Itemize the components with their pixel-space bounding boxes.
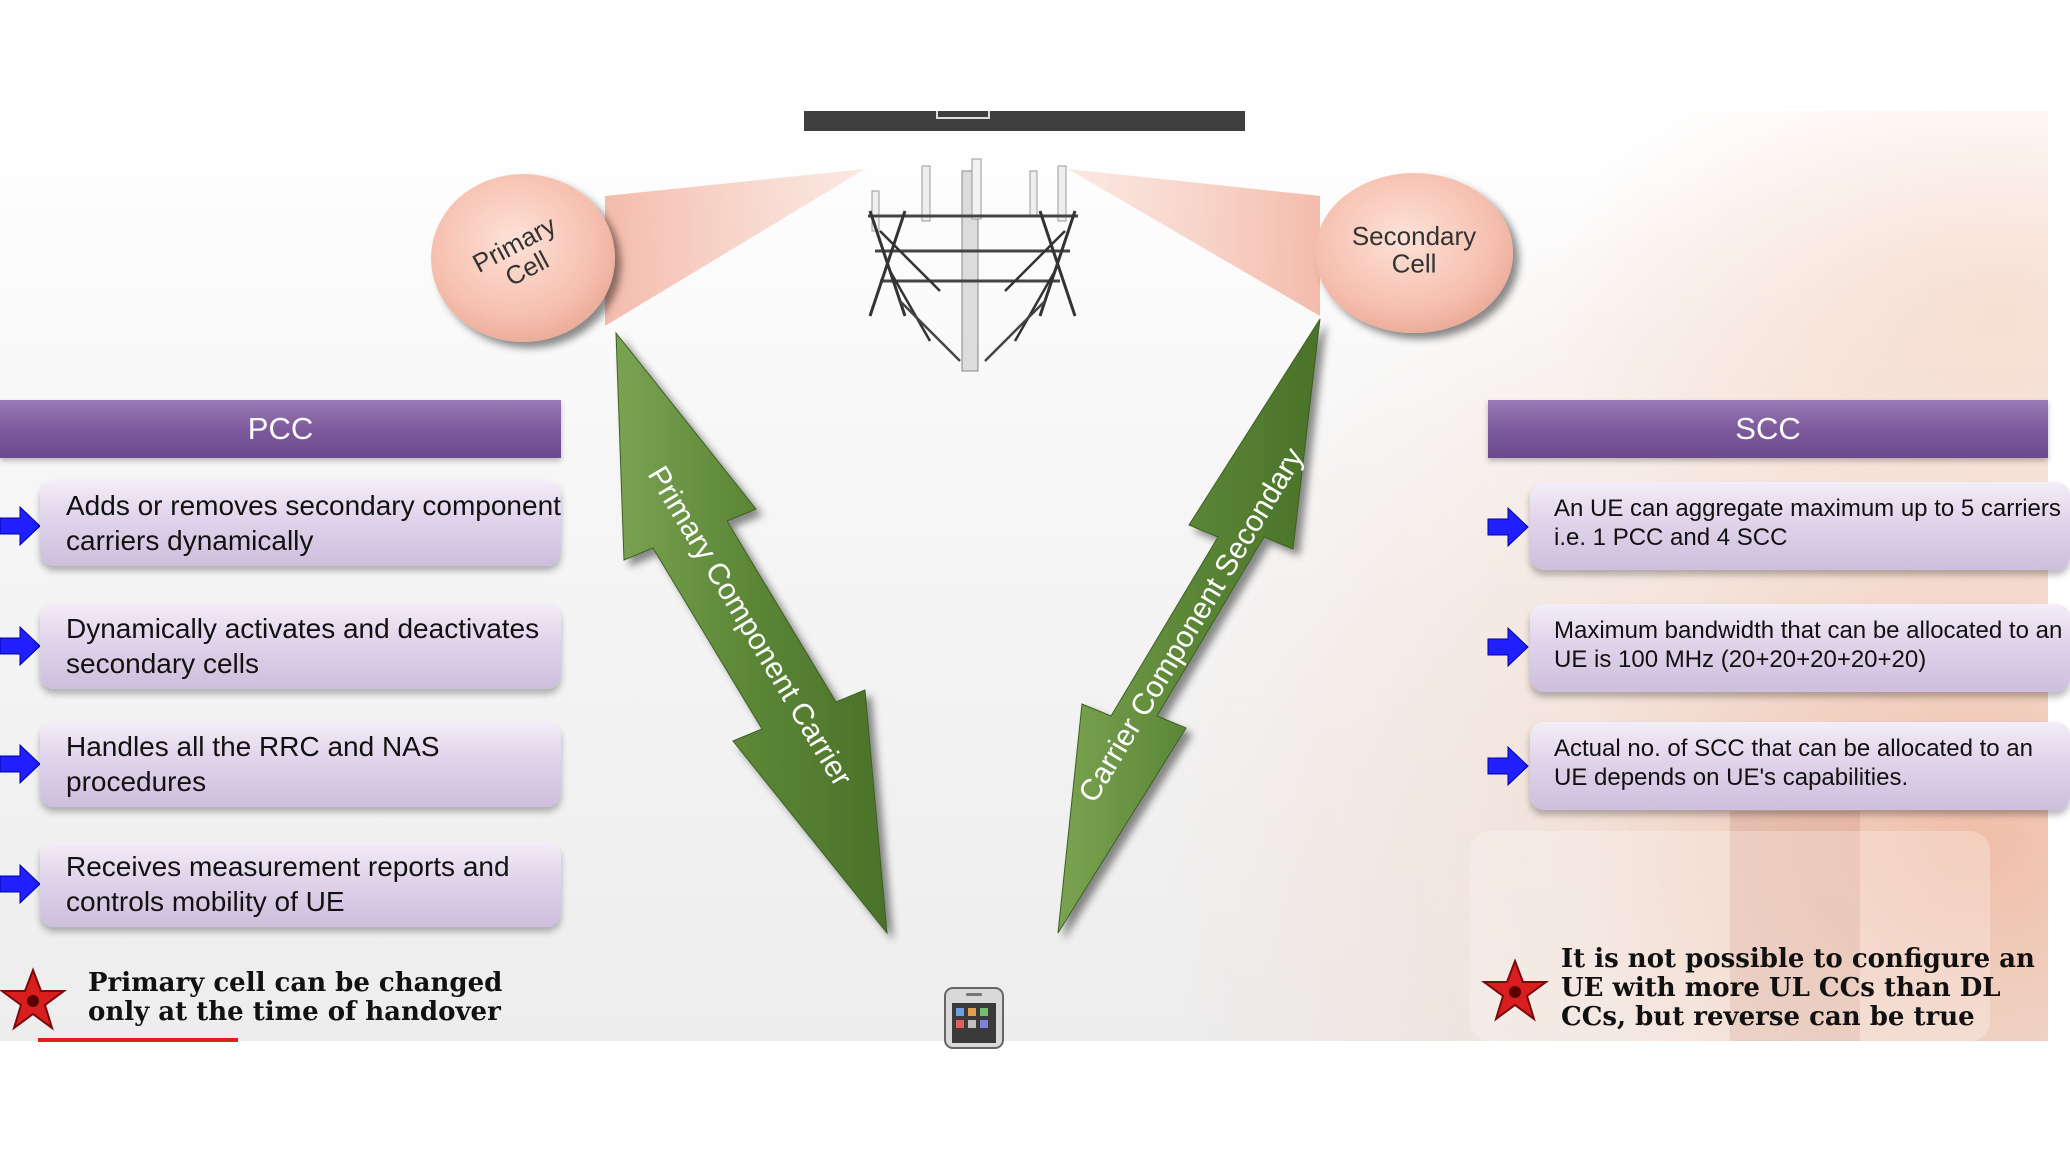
blue-arrow-icon — [1487, 506, 1529, 548]
scc-header: SCC — [1488, 400, 2048, 458]
video-progress-bar[interactable] — [38, 1038, 238, 1042]
secondary-cell-beam — [1068, 169, 1320, 316]
primary-cell[interactable] — [431, 174, 615, 342]
primary-carrier-arrow — [615, 331, 888, 935]
cell-tower-icon — [868, 158, 1078, 372]
video-control-bar[interactable] — [804, 111, 1245, 131]
blue-arrow-icon — [0, 743, 41, 785]
scc-item-1: An UE can aggregate maximum up to 5 carr… — [1530, 482, 2070, 570]
secondary-carrier-arrow — [1057, 318, 1321, 934]
secondary-cell[interactable] — [1315, 173, 1513, 333]
secondary-carrier-label: Carrier Component Secondary — [1073, 442, 1311, 808]
blue-arrow-icon — [0, 625, 41, 667]
blue-arrow-icon — [0, 505, 41, 547]
blue-arrow-icon — [1487, 745, 1529, 787]
primary-cell-beam — [605, 169, 865, 326]
pcc-item-3: Handles all the RRC and NAS procedures — [40, 721, 561, 807]
pcc-item-2: Dynamically activates and deactivates se… — [40, 603, 561, 689]
scc-item-2: Maximum bandwidth that can be allocated … — [1530, 604, 2070, 692]
red-star-icon — [0, 967, 68, 1031]
cell-label-line: Secondary — [1352, 221, 1476, 251]
background-panel — [1470, 831, 1990, 1041]
scc-note: It is not possible to configure an UE wi… — [1561, 944, 2035, 1032]
red-star-icon — [1480, 958, 1550, 1022]
background-stripe — [1730, 811, 1860, 1041]
blue-arrow-icon — [1487, 626, 1529, 668]
pcc-item-1: Adds or removes secondary component carr… — [40, 480, 561, 566]
video-control-button[interactable] — [936, 111, 990, 119]
smartphone-icon — [944, 987, 1004, 1049]
pcc-header: PCC — [0, 400, 561, 458]
scc-item-3: Actual no. of SCC that can be allocated … — [1530, 722, 2070, 810]
pcc-note: Primary cell can be changed only at the … — [88, 968, 503, 1027]
pcc-item-4: Receives measurement reports and control… — [40, 841, 561, 927]
cell-label-line: Cell — [1392, 248, 1437, 278]
blue-arrow-icon — [0, 863, 41, 905]
